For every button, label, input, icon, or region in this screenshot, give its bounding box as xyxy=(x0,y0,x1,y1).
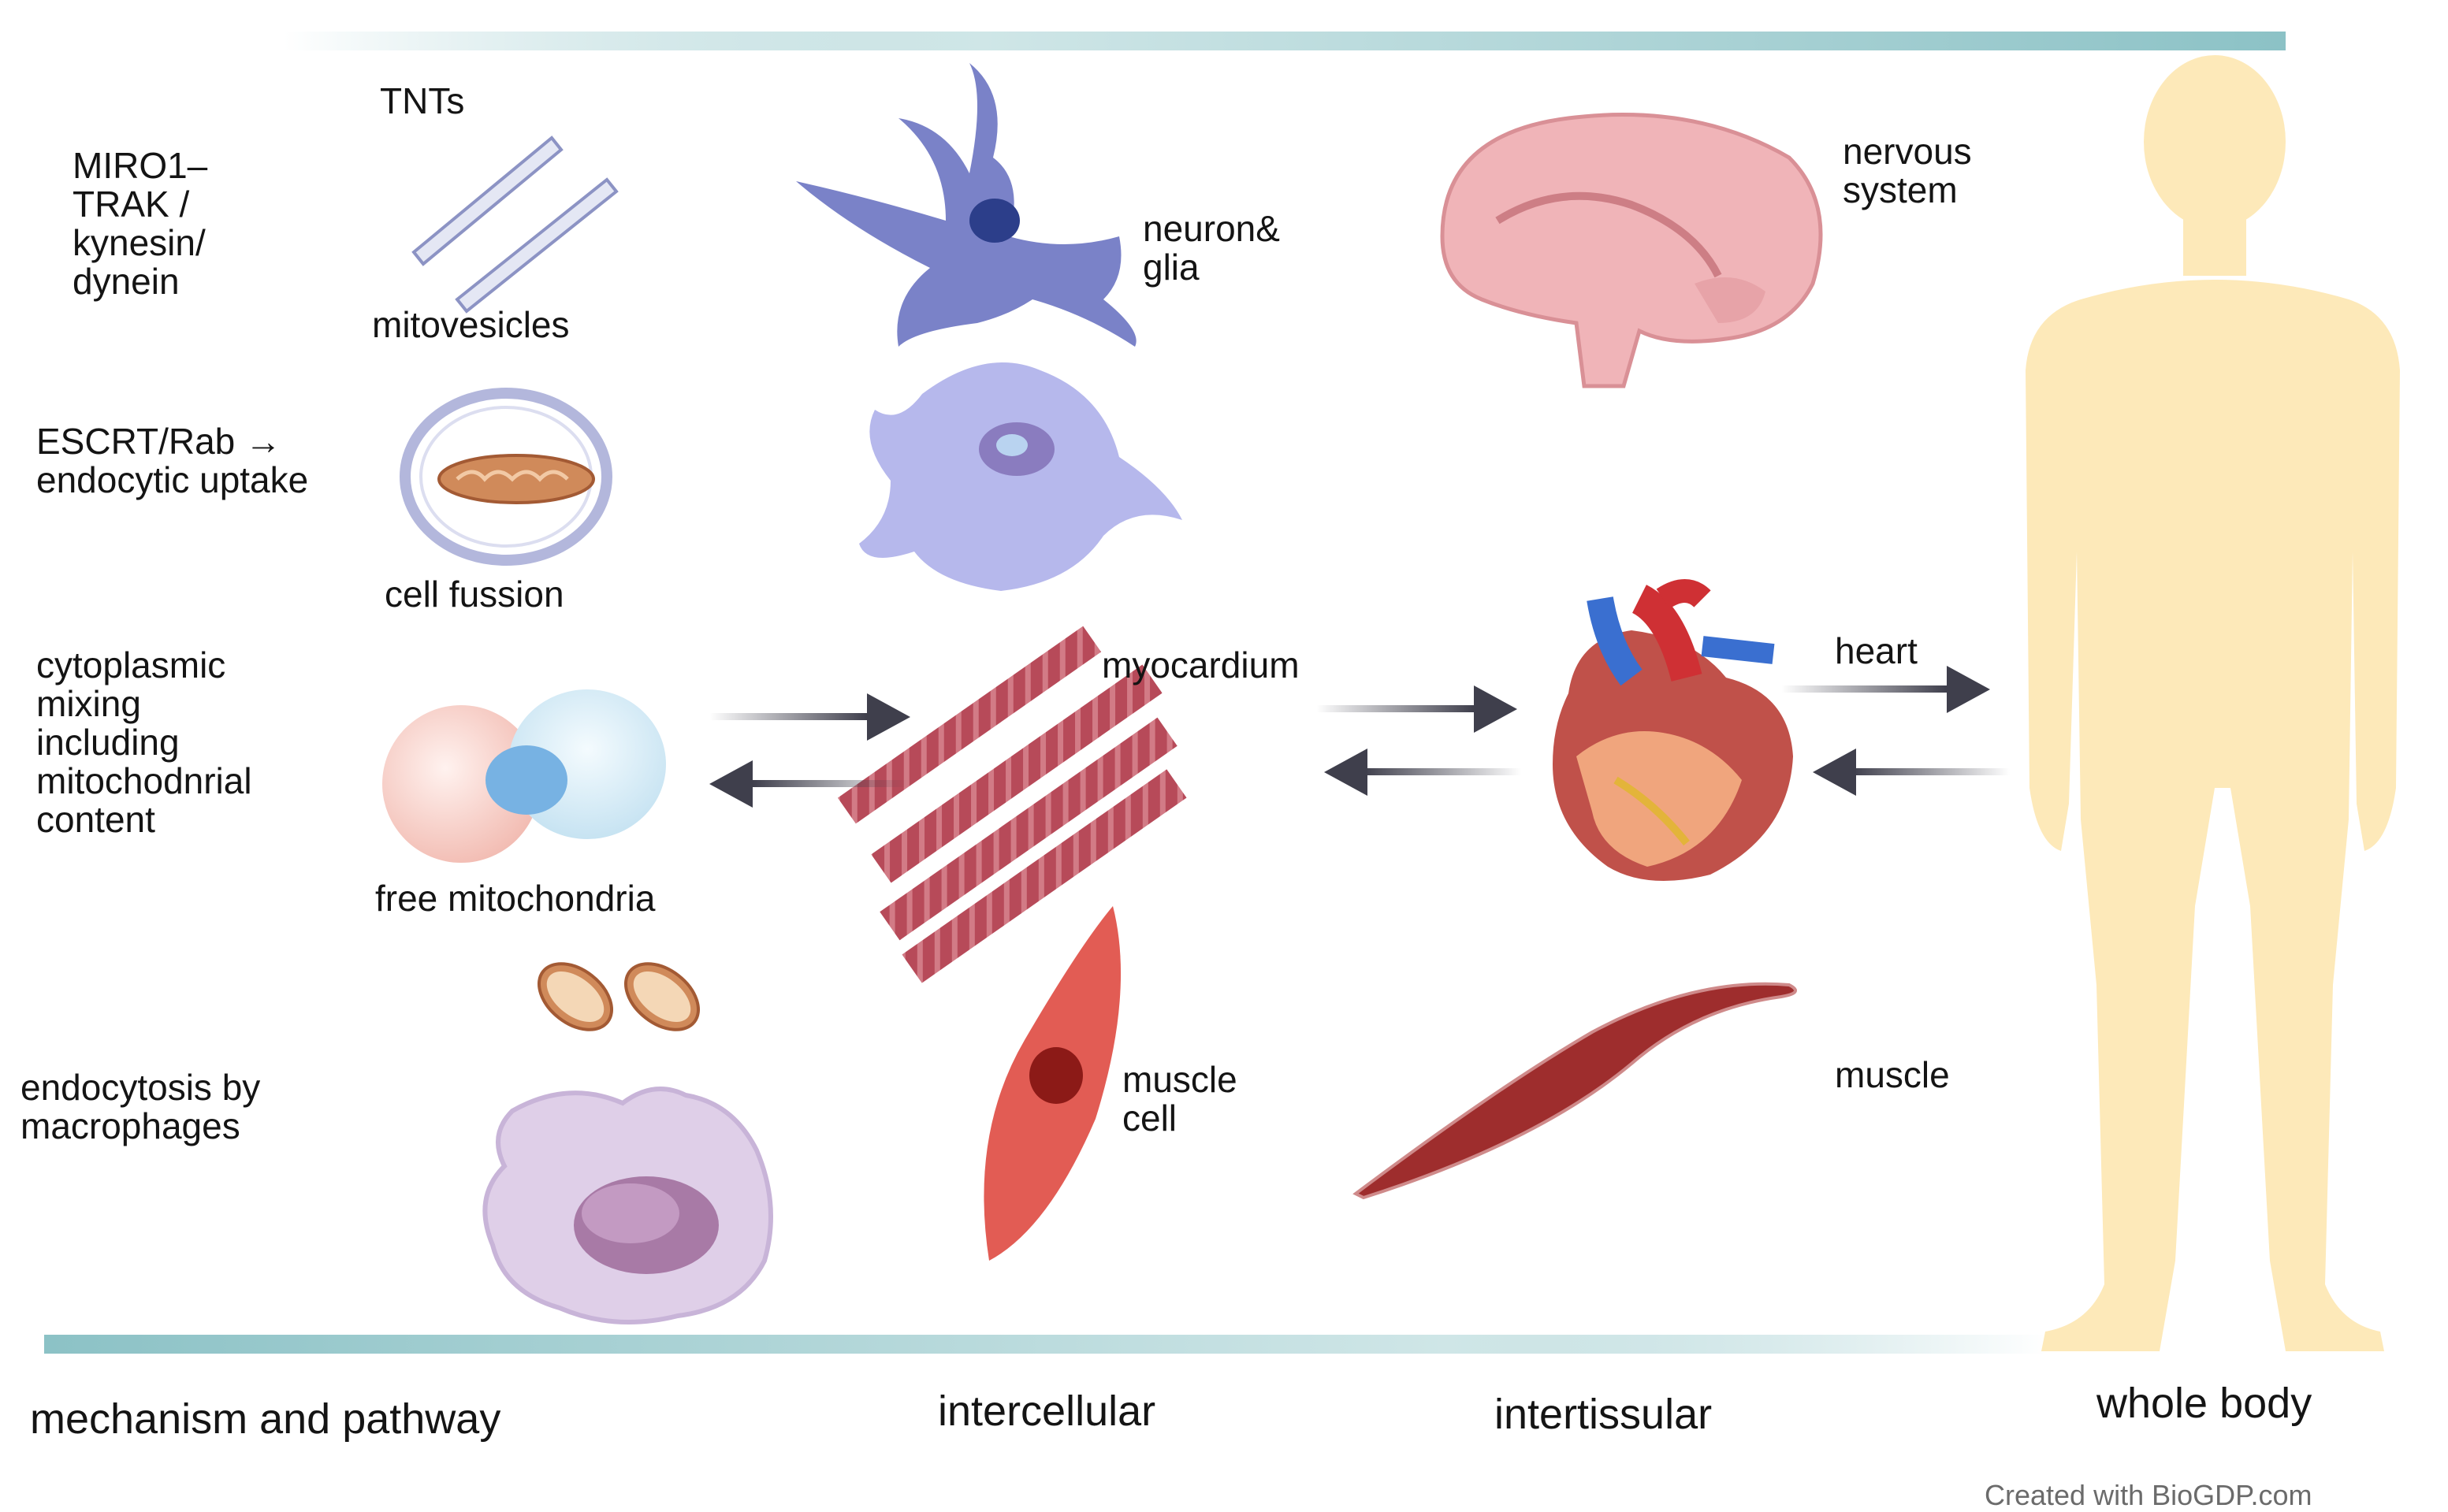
arrow-intertissular-to-body xyxy=(1781,666,1990,713)
arrow-intercellular-to-mechanism xyxy=(709,760,910,808)
tnt-tubes-icon xyxy=(411,136,619,314)
vesicle-mitochondrion-icon xyxy=(400,388,612,566)
label-heart: heart xyxy=(1835,630,1918,671)
label-neuron-glia: neuron& glia xyxy=(1143,208,1280,288)
label-myocardium: myocardium xyxy=(1102,645,1300,685)
arrow-intercellular-to-intertissular xyxy=(1316,685,1517,733)
fusing-cells-icon xyxy=(382,689,666,863)
column-intertissular: intertissular xyxy=(1494,1391,1713,1438)
top-scale-bar xyxy=(284,32,2286,50)
label-cell-fussion: cell fussion xyxy=(385,574,564,615)
arrow-intertissular-to-intercellular xyxy=(1324,749,1521,796)
label-muscle-cell: muscle cell xyxy=(1122,1059,1237,1139)
myocardium-fibers-icon xyxy=(837,626,1187,983)
label-escrt-rab: ESCRT/Rab → endocytic uptake xyxy=(36,421,309,500)
macrophage-icon xyxy=(482,1087,773,1324)
muscle-icon xyxy=(1352,982,1797,1200)
label-tnts: TNTs xyxy=(380,80,465,121)
column-whole-body: whole body xyxy=(2096,1380,2312,1427)
label-nervous-system: nervous system xyxy=(1843,131,1972,210)
mitochondria-pair-icon xyxy=(537,962,701,1031)
arrow-mechanism-to-intercellular xyxy=(709,693,910,741)
label-endocytosis-macrophages: endocytosis by macrophages xyxy=(20,1067,261,1146)
brain-icon xyxy=(1440,113,1823,388)
label-free-mitochondria: free mitochondria xyxy=(375,878,656,919)
bottom-scale-bar xyxy=(44,1335,2046,1354)
neuron-icon xyxy=(796,63,1137,347)
human-body-icon xyxy=(2026,55,2400,1351)
column-mechanism-and-pathway: mechanism and pathway xyxy=(30,1395,501,1443)
credit-text: Created with BioGDP.com xyxy=(1985,1479,2312,1511)
heart-icon xyxy=(1553,579,1793,881)
muscle-cell-icon xyxy=(984,906,1122,1261)
label-cytoplasmic-mixing: cytoplasmic mixing including mitochodnri… xyxy=(36,645,252,840)
glia-icon xyxy=(859,362,1182,591)
arrow-body-to-intertissular xyxy=(1813,749,2010,796)
label-mitovesicles: mitovesicles xyxy=(372,304,570,345)
label-miro1-trak: MIRO1– TRAK / kynesin/ dynein xyxy=(73,145,208,302)
label-muscle: muscle xyxy=(1835,1054,1950,1095)
column-intercellular: intercellular xyxy=(938,1388,1156,1435)
